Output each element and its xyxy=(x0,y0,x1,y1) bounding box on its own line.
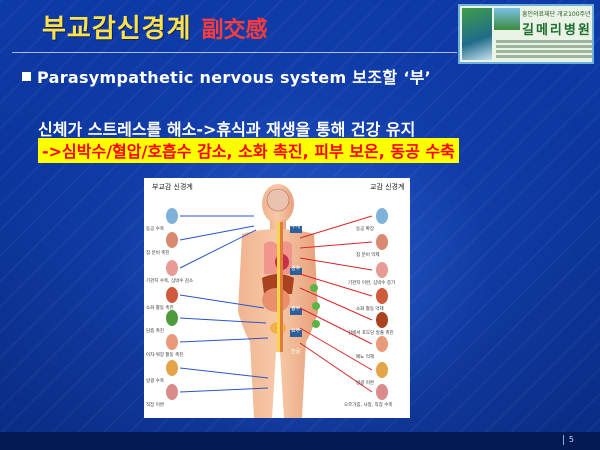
left-label: 침 분비 촉진 xyxy=(146,251,170,256)
logo-caption: 흥인의료재단 개교100주년 xyxy=(522,11,591,18)
stomach-icon xyxy=(376,288,388,304)
stomach-icon xyxy=(166,287,178,303)
bladder-icon xyxy=(166,360,178,376)
kidney-icon xyxy=(376,336,388,352)
left-label: 담즙 촉진 xyxy=(146,329,164,334)
liver-icon xyxy=(376,312,388,328)
logo-text-lines xyxy=(496,38,592,60)
page-separator xyxy=(563,435,564,445)
eye-icon xyxy=(376,208,388,224)
title-hanja: 副交感 xyxy=(201,17,268,43)
right-label: 동공 확장 xyxy=(356,227,374,232)
description-line: 신체가 스트레스를 해소->휴식과 재생을 통해 건강 유지 xyxy=(38,120,416,139)
nervous-system-figure: 부교감 신경계 교감 신경계 xyxy=(144,178,410,418)
intestine-icon xyxy=(166,334,178,350)
human-body-illustration xyxy=(238,184,318,418)
right-label: 기관지 이완, 심박수 증가 xyxy=(348,281,396,286)
page-number: 5 xyxy=(568,435,574,444)
hospital-logo: 흥인의료재단 개교100주년 길메리병원 xyxy=(458,4,594,64)
nerve-connections xyxy=(179,215,373,393)
logo-photo-small xyxy=(494,8,520,30)
rectum-icon xyxy=(166,384,178,400)
lung-icon xyxy=(376,262,388,278)
left-label: 직장 이완 xyxy=(146,403,164,408)
eye-icon xyxy=(166,208,178,224)
right-label: 간에서 포도당 방출 촉진 xyxy=(348,331,394,336)
spine-label: 요추 xyxy=(291,328,301,334)
title-korean: 부교감신경계 xyxy=(42,14,192,44)
left-label: 방광 수축 xyxy=(146,379,164,384)
right-label: 오르가즘, 사정, 직장 수축 xyxy=(344,403,393,408)
lung-icon xyxy=(166,260,178,276)
left-label: 동공 수축 xyxy=(146,227,164,232)
highlight-line: ->심박수/혈압/호흡수 감소, 소화 촉진, 피부 보온, 동공 수축 xyxy=(38,138,459,163)
figure-left-title: 부교감 신경계 xyxy=(152,183,193,191)
gallbladder-icon xyxy=(166,310,178,326)
logo-photo-left xyxy=(462,8,492,60)
spine-label: 경추 xyxy=(291,266,301,272)
left-label: 소화 활동 촉진 xyxy=(146,306,174,311)
salivary-gland-icon xyxy=(376,234,388,250)
genital-icon xyxy=(376,384,388,400)
bullet-item: Parasympathetic nervous system 보조할 ‘부’ xyxy=(22,64,431,88)
bullet-text: Parasympathetic nervous system 보조할 ‘부’ xyxy=(37,68,431,87)
left-label: 이자·위장 활동 촉진 xyxy=(146,353,184,358)
spine-label: 천골 xyxy=(291,349,301,355)
bullet-square-icon xyxy=(22,71,31,81)
right-label: 배뇨 억제 xyxy=(356,355,374,360)
right-label: 소화 활동 억제 xyxy=(356,307,384,312)
figure-right-title: 교감 신경계 xyxy=(370,183,405,191)
right-label: 침 분비 억제 xyxy=(356,253,380,258)
slide-footer: 5 xyxy=(0,432,600,450)
title-divider xyxy=(12,52,457,53)
slide-title: 부교감신경계 副交感 xyxy=(42,8,268,48)
left-label: 기관지 수축, 심박수 감소 xyxy=(146,279,194,284)
logo-hospital-name: 길메리병원 xyxy=(522,23,592,38)
bladder-icon xyxy=(376,362,388,378)
spine-label: 흉부 xyxy=(291,306,301,312)
right-label: 방광 이완 xyxy=(356,381,374,386)
spine-label: 두개 xyxy=(291,224,301,230)
salivary-gland-icon xyxy=(166,232,178,248)
